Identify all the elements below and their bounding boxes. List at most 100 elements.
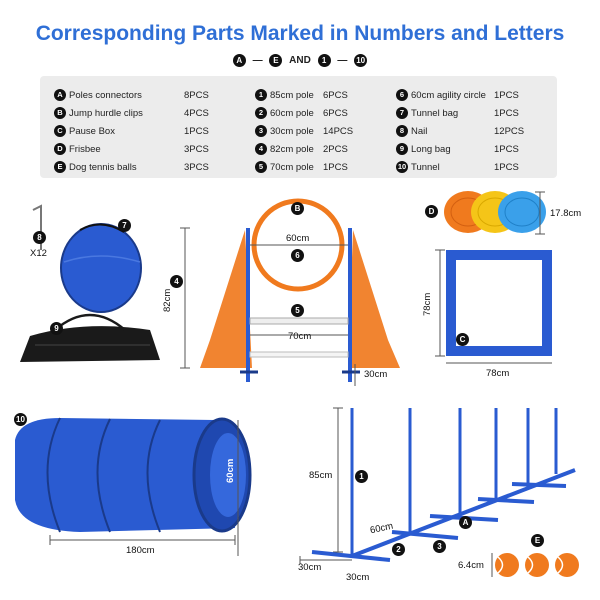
weave-foot-label: 30cm — [346, 572, 370, 583]
marker-badge: E — [531, 534, 544, 547]
marker-badge: B — [54, 107, 66, 119]
marker-badge: 7 — [118, 219, 131, 232]
marker-badge: 1 — [317, 54, 331, 67]
marker-badge: 10 — [354, 54, 368, 67]
marker-badge: 8 — [33, 231, 46, 244]
marker-badge: 3 — [255, 125, 267, 137]
marker-badge: A — [54, 89, 66, 101]
frisbee-illustration — [444, 191, 546, 235]
hurdle-illustration — [180, 198, 400, 386]
marker-badge: D — [425, 205, 438, 218]
part-name: Dog tennis balls — [69, 161, 137, 173]
part-name: 70cm pole — [270, 161, 314, 173]
marker-badge: B — [291, 202, 304, 215]
part-name: Nail — [411, 125, 428, 137]
weave-height-label: 85cm — [309, 470, 333, 481]
marker-badge: 4 — [170, 275, 183, 288]
pause-box-height-label: 78cm — [422, 292, 433, 316]
hurdle-height-label: 82cm — [162, 288, 173, 312]
weave-foot-label: 30cm — [298, 562, 322, 573]
marker-badge: 1 — [355, 470, 368, 483]
part-name: Poles connectors — [69, 89, 142, 101]
part-name: Tunnel bag — [411, 107, 459, 119]
part-qty: 1PCS — [494, 143, 519, 155]
pause-box-width-label: 78cm — [486, 368, 510, 379]
hurdle-foot-label: 30cm — [364, 369, 388, 380]
marker-badge: E — [54, 161, 66, 173]
marker-badge: A — [232, 54, 246, 67]
part-name: Frisbee — [69, 143, 101, 155]
part-qty: 1PCS — [184, 125, 209, 137]
part-qty: 12PCS — [494, 125, 525, 137]
part-qty: 3PCS — [184, 143, 209, 155]
bar-width-label: 70cm — [288, 331, 312, 342]
marker-badge: 8 — [396, 125, 408, 137]
part-qty: 4PCS — [184, 107, 209, 119]
marker-badge: 10 — [396, 161, 408, 173]
subtitle-dash: — — [337, 55, 348, 66]
part-name: Tunnel — [411, 161, 440, 173]
marker-badge: 6 — [291, 249, 304, 262]
marker-badge: C — [456, 333, 469, 346]
marker-badge: A — [459, 516, 472, 529]
marker-badge: 2 — [392, 543, 405, 556]
part-qty: 3PCS — [184, 161, 209, 173]
part-name: Long bag — [411, 143, 451, 155]
marker-badge: 7 — [396, 107, 408, 119]
part-qty: 1PCS — [494, 161, 519, 173]
marker-badge: 5 — [255, 161, 267, 173]
ball-size-label: 6.4cm — [458, 560, 484, 571]
frisbee-size-label: 17.8cm — [550, 208, 582, 219]
marker-badge: 3 — [433, 540, 446, 553]
marker-badge: C — [54, 125, 66, 137]
subtitle-and: AND — [289, 55, 311, 66]
hoop-width-label: 60cm — [286, 233, 310, 244]
marker-badge: 1 — [255, 89, 267, 101]
part-name: 60cm pole — [270, 107, 314, 119]
part-qty: 2PCS — [323, 143, 348, 155]
pause-box-illustration — [435, 249, 552, 364]
tunnel-illustration — [15, 417, 252, 556]
marker-badge: 10 — [14, 413, 27, 426]
nail-count-label: X12 — [30, 248, 47, 259]
part-qty: 8PCS — [184, 89, 209, 101]
marker-badge: 9 — [396, 143, 408, 155]
tennis-balls-illustration — [491, 553, 579, 577]
marker-badge: 2 — [255, 107, 267, 119]
part-name: 82cm pole — [270, 143, 314, 155]
part-qty: 1PCS — [494, 107, 519, 119]
weave-poles-illustration — [299, 407, 576, 564]
marker-badge: D — [54, 143, 66, 155]
marker-badge: 6 — [396, 89, 408, 101]
part-name: Jump hurdle clips — [69, 107, 143, 119]
tunnel-length-label: 180cm — [126, 545, 155, 556]
marker-badge: 9 — [50, 322, 63, 335]
part-qty: 1PCS — [494, 89, 519, 101]
part-qty: 6PCS — [323, 107, 348, 119]
tunnel-diameter-label: 60cm — [225, 458, 236, 483]
part-name: Pause Box — [69, 125, 115, 137]
marker-badge: 4 — [255, 143, 267, 155]
part-qty: 14PCS — [323, 125, 354, 137]
subtitle-dash: — — [252, 55, 263, 66]
